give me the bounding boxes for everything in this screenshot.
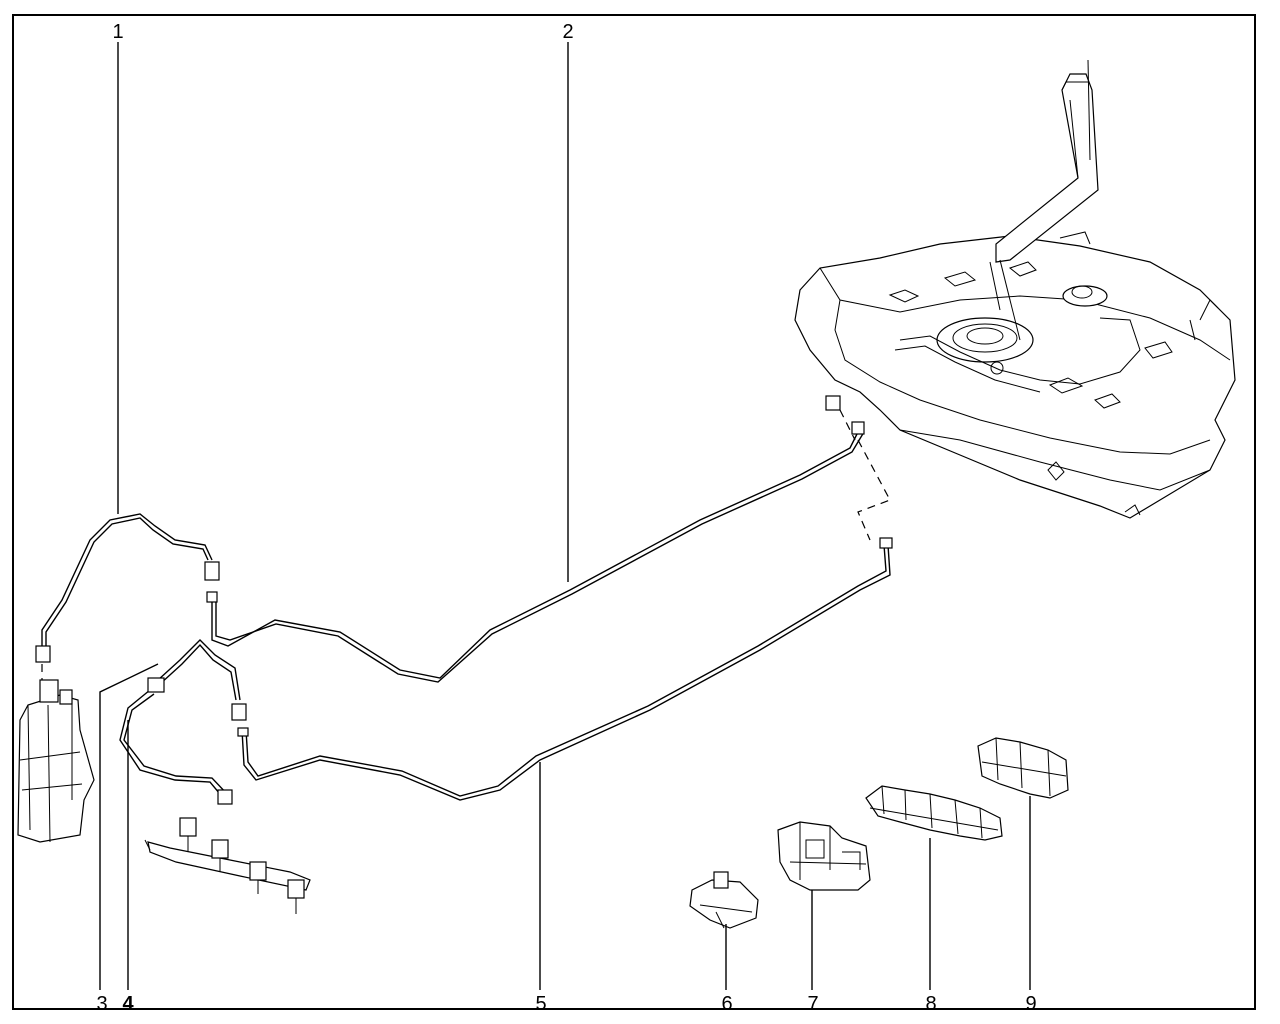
callout-4: 4 [122, 993, 134, 1015]
callout-2: 2 [562, 21, 573, 43]
canister [17, 679, 95, 843]
clip-9 [977, 737, 1069, 799]
callout-3: 3 [96, 993, 107, 1015]
clip-7 [777, 821, 871, 891]
callout-6: 6 [721, 993, 732, 1015]
callout-7: 7 [807, 993, 818, 1015]
fuel-pipes [35, 395, 893, 805]
injector-rail [144, 817, 311, 914]
clip-8 [865, 785, 1003, 841]
leader-lines [99, 42, 1031, 990]
fuel-tank [794, 59, 1236, 519]
clip-6 [689, 871, 759, 929]
callout-1: 1 [112, 21, 123, 43]
callout-5: 5 [535, 993, 546, 1015]
callout-8: 8 [925, 993, 936, 1015]
callout-labels: 1 2 3 4 5 6 7 8 9 [96, 21, 1036, 1015]
callout-9: 9 [1025, 993, 1036, 1015]
